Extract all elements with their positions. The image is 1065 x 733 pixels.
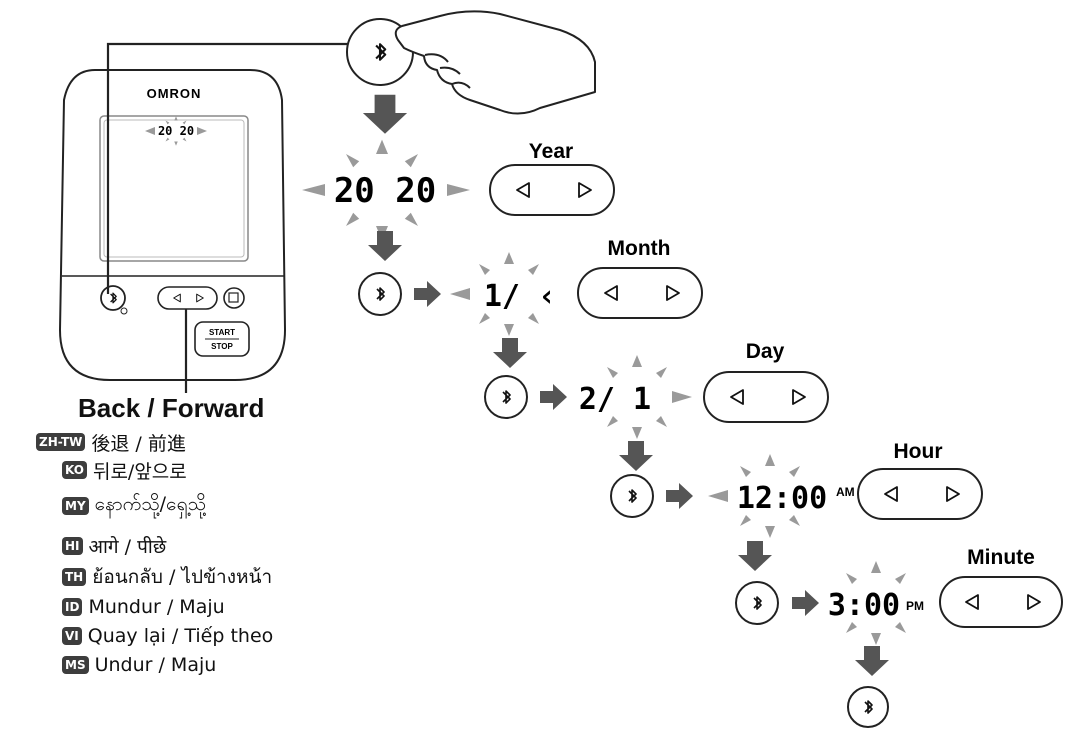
language-badge: ID [62,598,83,616]
translation-ms: MS Undur / Maju [62,653,216,677]
day-arrow-buttons[interactable] [703,371,829,423]
device-back-forward-button[interactable] [157,286,218,310]
hour-suffix: AM [836,485,855,499]
step-month: 1/ ‹ Month [358,237,703,336]
monitor-device: OMRON 20 20 START STOP [58,69,287,381]
right-arrow-icon [666,483,693,509]
down-arrow-icon [738,541,772,571]
year-arrow-buttons[interactable] [489,164,615,216]
final-bluetooth-button[interactable] [847,686,889,728]
down-arrow-icon [362,94,408,134]
hour-label: Hour [894,440,943,463]
device-brand: OMRON [147,86,202,101]
language-badge: ZH-TW [36,433,86,451]
year-display: 20 20 [334,171,436,211]
back-forward-title: Back / Forward [78,393,265,423]
step-hour: 12:00 AM Hour [610,440,983,538]
day-bluetooth-button[interactable] [484,375,528,419]
step-year: 20 20 Year [302,139,615,241]
device-start-stop-button[interactable]: START STOP [194,321,250,357]
hour-bluetooth-button[interactable] [610,474,654,518]
translation-text: Mundur / Maju [88,596,225,618]
leader-line-bluetooth [106,42,350,294]
translation-hi: HI आगे / पीछे [62,534,166,558]
translation-text: आगे / पीछे [88,536,167,558]
month-bluetooth-button[interactable] [358,272,402,316]
minute-label: Minute [967,546,1035,569]
month-label: Month [608,237,671,260]
down-arrow-icon [855,646,889,676]
stop-label: STOP [211,342,233,351]
translation-ko: KO 뒤로/앞으로 [62,458,187,483]
translation-text: 뒤로/앞으로 [92,460,187,483]
start-label: START [209,328,235,337]
language-badge: MS [62,656,89,674]
translation-text: နောက်သို့/ရှေ့သို့ [94,493,206,515]
minute-suffix: PM [906,599,924,613]
translation-vi: VI Quay lại / Tiếp theo [62,624,273,648]
device-memory-button[interactable] [223,287,245,309]
hour-display: 12:00 [737,481,827,516]
translation-id: ID Mundur / Maju [62,595,225,619]
translation-text: 後退 / 前進 [91,432,186,455]
down-arrow-icon [493,338,527,368]
year-label: Year [529,140,573,163]
language-badge: KO [62,461,87,479]
translation-text: ย้อนกลับ / ไปข้างหน้า [92,566,273,588]
right-arrow-icon [792,590,819,616]
minute-arrow-buttons[interactable] [939,576,1063,628]
translation-th: TH ย้อนกลับ / ไปข้างหน้า [62,565,272,589]
minute-display: 3:00 [828,588,900,623]
device-screen-year: 20 20 [158,124,194,138]
language-badge: VI [62,627,82,645]
minute-bluetooth-button[interactable] [735,581,779,625]
translation-text: Quay lại / Tiếp theo [87,625,274,647]
pointing-hand-icon [394,10,596,115]
hour-arrow-buttons[interactable] [857,468,983,520]
translation-text: Undur / Maju [94,654,217,676]
language-badge: TH [62,568,87,586]
language-badge: MY [62,497,89,515]
down-arrow-icon [619,441,653,471]
month-arrow-buttons[interactable] [577,267,703,319]
right-arrow-icon [540,384,567,410]
right-arrow-icon [414,281,441,307]
month-display: 1/ ‹ [484,279,556,314]
step-day: 2/ 1 Day [484,340,829,439]
step-minute: 3:00 PM Minute [735,546,1063,645]
day-label: Day [746,340,785,363]
language-badge: HI [62,537,83,555]
down-arrow-icon [368,231,402,261]
translation-zh-tw: ZH-TW 後退 / 前進 [36,430,186,455]
day-display: 2/ 1 [579,382,651,417]
translation-my: MY နောက်သို့/ရှေ့သို့ [62,493,206,518]
device-screen [99,115,249,262]
